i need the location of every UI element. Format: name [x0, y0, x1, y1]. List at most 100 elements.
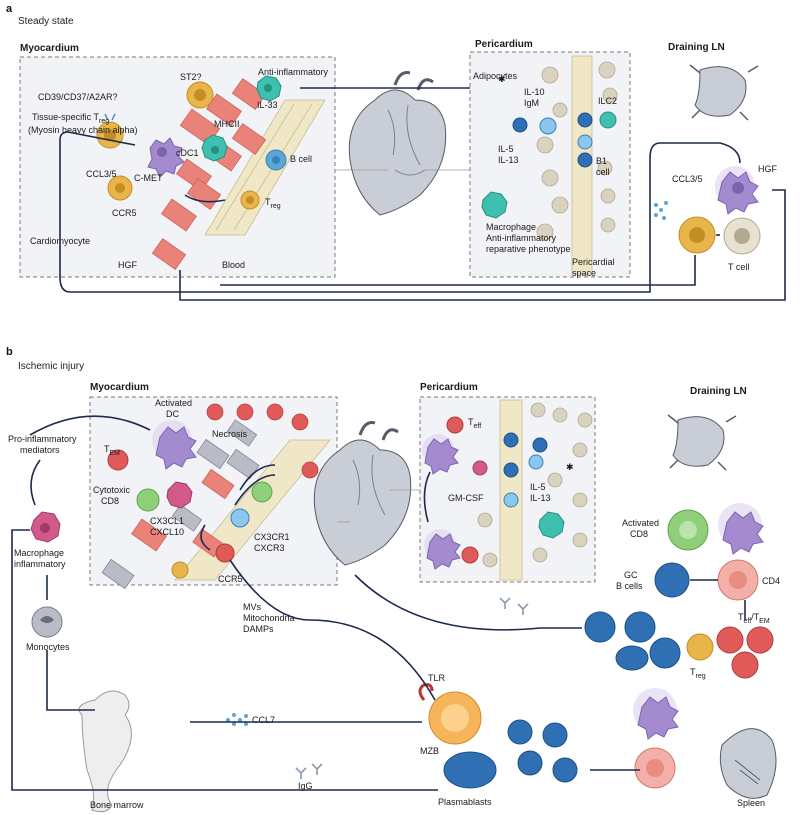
ln-to-myo-arrow: [354, 574, 582, 631]
pericardium-title-b: Pericardium: [420, 382, 478, 393]
b1-cell-a: [539, 117, 593, 150]
teff-tem-label: Teff/TEM: [738, 612, 770, 625]
dc-cell-ln-a: [715, 166, 759, 215]
cdc1-cell: [147, 137, 185, 178]
gmcsf-label: GM-CSF: [448, 493, 484, 503]
plasmablasts-label: Plasmablasts: [438, 797, 492, 807]
ilc2-cells-a: [512, 111, 617, 168]
gmcsf-arrow: [423, 471, 431, 523]
treg-label-ln-b: Treg: [690, 667, 706, 680]
tlr-icon: [418, 683, 434, 701]
damps-label: DAMPs: [243, 624, 274, 634]
treg-ln-b: [686, 633, 714, 661]
cmet-label: C-MET: [134, 173, 163, 183]
igg-arrow: [11, 529, 438, 791]
green-cell-b: [251, 481, 273, 503]
ln-title-b: Draining LN: [690, 386, 747, 397]
ccl7-dots: [226, 713, 248, 726]
ccl-dots-a: [654, 201, 668, 220]
macro-label-2: Anti-inflammatory: [486, 233, 557, 243]
panel-b-letter: b: [6, 346, 13, 358]
cd39-label: CD39/CD37/A2AR?: [38, 92, 118, 102]
bone-icon: [78, 690, 132, 813]
ln-title-a: Draining LN: [668, 42, 725, 53]
plasmablasts-icon: [443, 719, 578, 789]
igg-antibody-icons: [295, 597, 529, 779]
cytokine-star-icon-b: ✱: [566, 462, 574, 472]
treg-label-1: Tissue-specific Treg: [32, 112, 109, 125]
il5-label-b: IL-5: [530, 482, 546, 492]
teff-peri-b: [446, 416, 488, 564]
cd8-cell-b: [136, 488, 160, 512]
blood-label: Blood: [222, 260, 245, 270]
chemokine-arrow-1: [234, 474, 276, 506]
pro-inflam-label-1: Pro-inflammatory: [8, 434, 77, 444]
blue-cell-b: [230, 508, 250, 528]
dc-peri-b1: [422, 434, 459, 475]
treg-cell-ccr5: [107, 175, 133, 201]
cx3cr1-label: CX3CR1: [254, 532, 290, 542]
hgf-label-a: HGF: [118, 260, 138, 270]
blood-cells-b: [206, 403, 319, 479]
anti-inflam-label-a: Anti-inflammatory: [258, 67, 329, 77]
hgf-label-ln: HGF: [758, 164, 778, 174]
gc-label-1: GC: [624, 570, 638, 580]
ccl35-label-a: CCL3/5: [86, 169, 117, 179]
receptor-icon: [104, 113, 116, 121]
treg-label-2: (Myosin heavy chain alpha): [28, 125, 138, 135]
ilc2-cells-b: [503, 432, 548, 478]
gc-bcell-ln-b: [654, 562, 690, 598]
treg2-label: Treg: [265, 197, 281, 210]
cxcl10-label: CXCL10: [150, 527, 184, 537]
b1-label-2: cell: [596, 167, 610, 177]
activated-label-1: Activated: [155, 398, 192, 408]
anti-inflam-macrophage-a: [256, 75, 282, 102]
adipocytes-label: Adipocytes: [473, 71, 518, 81]
t-cell-ln-a: [723, 217, 761, 255]
mac-inflam-label-1: Macrophage: [14, 548, 64, 558]
treg-in-vessel: [240, 190, 260, 210]
tem-label-b: TEM: [104, 444, 120, 457]
ccr5-label-b: CCR5: [218, 574, 243, 584]
lymph-node-icon-a: [689, 64, 759, 121]
panel-a-letter: a: [6, 3, 13, 15]
il10-label: IL-10: [524, 87, 545, 97]
teff-tem-cells-ln: [716, 626, 774, 679]
macrophage-pro-b: [166, 481, 193, 509]
gc-label-2: B cells: [616, 581, 643, 591]
yellow-cell-b: [171, 561, 189, 579]
mzb-cell: [428, 691, 482, 745]
ilc2-label: ILC2: [598, 96, 617, 106]
mvs-label: MVs: [243, 602, 262, 612]
teff-label-peri: Teff: [468, 417, 481, 430]
bcells-ln-b: [584, 611, 681, 671]
damps-to-mzb-arrow: [229, 559, 436, 701]
b-cell-a: [265, 149, 287, 171]
macro-label-3: reparative phenotype: [486, 244, 571, 254]
activated-cd8-label-1: Activated: [622, 518, 659, 528]
cd8-cell-ln-b: [667, 509, 709, 551]
dc-peri-b2: [424, 529, 461, 570]
b1-cells-b: [503, 454, 544, 508]
panel-b-state: Ischemic injury: [18, 361, 84, 372]
macrophage-anti-cell-myo: [186, 81, 214, 109]
cd4-spleen: [634, 747, 676, 789]
bone-marrow-label: Bone marrow: [90, 800, 144, 810]
pericardial-space-b: [499, 399, 523, 581]
il5-label-a: IL-5: [498, 144, 514, 154]
mzb-label: MZB: [420, 746, 439, 756]
macro-label-1: Macrophage: [486, 222, 536, 232]
mac-inflam-label-2: inflammatory: [14, 559, 66, 569]
ccl35-label-ln: CCL3/5: [672, 174, 703, 184]
cd4-label: CD4: [762, 576, 780, 586]
ccr5-label-a: CCR5: [112, 208, 137, 218]
cytokine-star-icon: ✱: [498, 74, 506, 84]
pro-inflam-label-2: mediators: [20, 445, 60, 455]
lymph-node-icon-b: [667, 414, 737, 471]
mhcii-label: MHCII: [214, 119, 240, 129]
treg-to-cmyo-arrow: [184, 194, 226, 203]
adipocytes-a: [536, 61, 618, 241]
st2-label: ST2?: [180, 72, 202, 82]
cd4-cell-ln-b: [717, 559, 759, 601]
